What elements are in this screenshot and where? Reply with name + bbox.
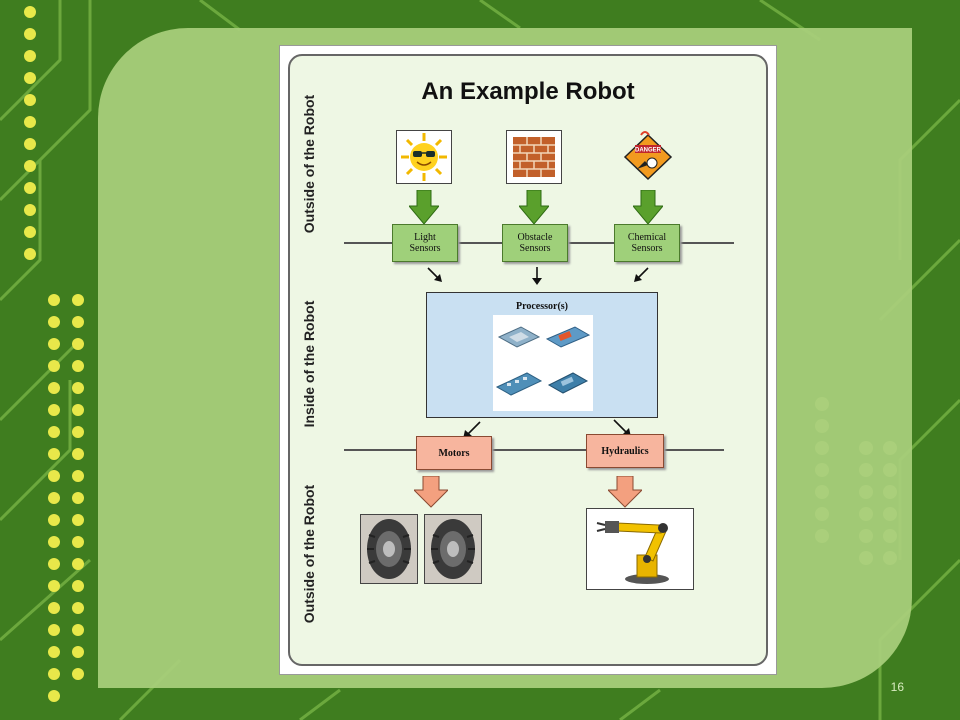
diagram-title: An Example Robot [421,78,635,105]
arrow-down-icon [608,476,642,508]
chemical-sensors-label: Chemical Sensors [627,232,667,254]
light-sensors-label: Light Sensors [409,232,441,254]
hazard-sign-text: DANGER [635,148,662,154]
slide-number: 16 [890,680,904,694]
arrow-down-icon [633,190,663,225]
sun-icon [396,130,452,184]
arrow-diagonal-icon [427,267,442,282]
tire-icon [360,514,418,584]
hydraulics-label: Hydraulics [601,445,649,457]
arrow-diagonal-icon [634,267,649,282]
motors-label: Motors [438,447,470,459]
arrow-down-icon [414,476,448,508]
processor-box: Processor(s) [426,292,658,418]
boundary-line-bottom [344,449,724,451]
arrow-down-icon [519,190,549,225]
zone-label-bottom: Outside of the Robot [301,484,317,624]
zone-label-middle: Inside of the Robot [301,300,317,428]
obstacle-sensors-box: Obstacle Sensors [502,224,568,262]
arrow-down-small-icon [532,267,542,285]
diagram-card: An Example Robot Outside of the Robot In… [288,54,768,666]
light-sensors-box: Light Sensors [392,224,458,262]
zone-label-top: Outside of the Robot [301,94,317,234]
circuit-boards-icon [493,315,593,411]
processor-label: Processor(s) [515,301,569,312]
motors-box: Motors [416,436,492,470]
brick-wall-icon [506,130,562,184]
hydraulics-box: Hydraulics [586,434,664,468]
tire-icon [424,514,482,584]
diagram-frame: An Example Robot Outside of the Robot In… [279,45,777,675]
robot-arm-icon [586,508,694,590]
hazard-sign-icon: DANGER [620,130,676,184]
obstacle-sensors-label: Obstacle Sensors [517,232,553,254]
arrow-down-icon [409,190,439,225]
chemical-sensors-box: Chemical Sensors [614,224,680,262]
